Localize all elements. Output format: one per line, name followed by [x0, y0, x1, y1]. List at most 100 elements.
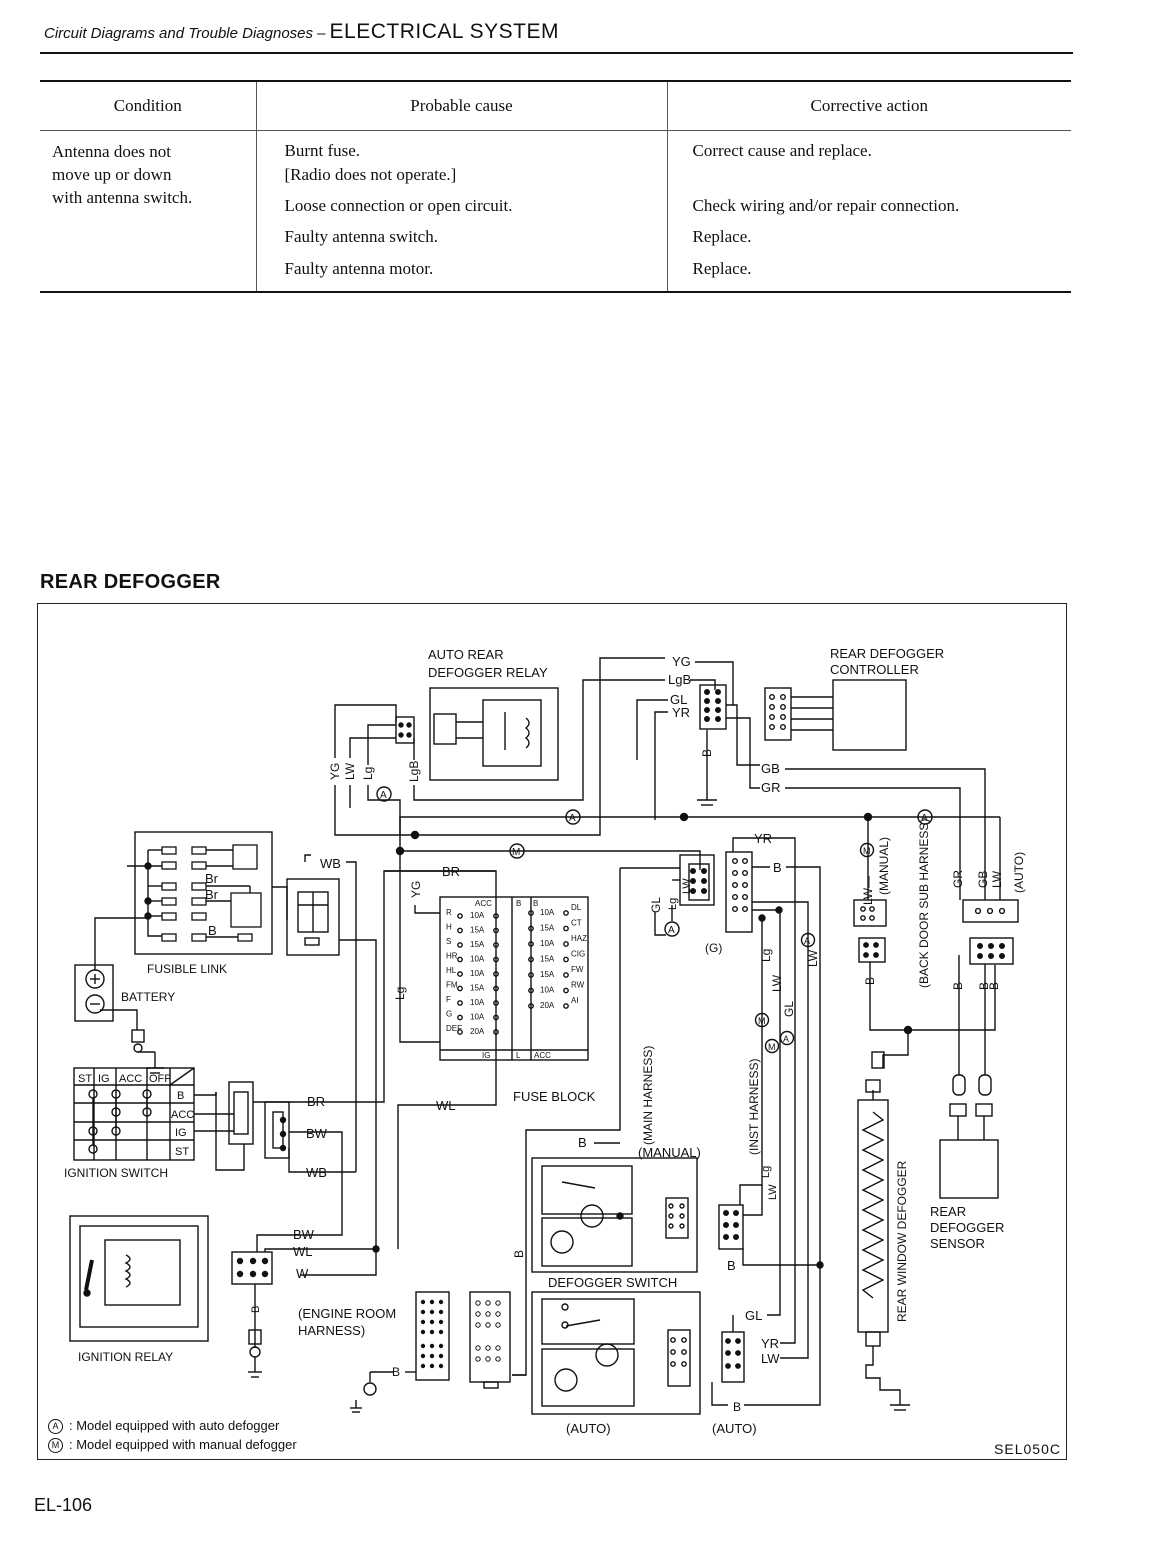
- fuse-code: AI: [571, 996, 579, 1005]
- svg-text:A: A: [668, 925, 675, 936]
- legend-a-icon: A: [48, 1419, 63, 1435]
- condition-line: with antenna switch.: [52, 188, 193, 207]
- fuse-terminal: [528, 1003, 534, 1009]
- fuse-terminal: [457, 956, 463, 963]
- fuse-amp: 15A: [470, 984, 485, 993]
- fuse-terminal: [493, 913, 499, 919]
- inst-harness-label: (INST HARNESS): [747, 1059, 761, 1155]
- ig-col-acc: ACC: [119, 1073, 142, 1085]
- fuse-amp: 10A: [470, 1013, 485, 1022]
- wire-gr-v: GR: [951, 870, 965, 888]
- ignition-switch-label: IGNITION SWITCH: [64, 1166, 168, 1180]
- wire-b-sensor-3: B: [987, 982, 1001, 990]
- manual-label: (MANUAL): [638, 1145, 701, 1160]
- wire-b-manual: B: [578, 1135, 587, 1150]
- defogger-switch-manual: [531, 1157, 698, 1273]
- fuse-terminal: [493, 1014, 499, 1021]
- fuse-code: G: [446, 1010, 452, 1019]
- action-line: Replace.: [692, 259, 752, 278]
- marker-a-icon: A: [376, 786, 392, 802]
- wire-yr: YR: [672, 705, 690, 720]
- legend-auto-text: : Model equipped with auto defogger: [69, 1418, 280, 1433]
- legend-manual: M: Model equipped with manual defogger: [48, 1437, 297, 1454]
- fuse-terminal: [528, 941, 534, 947]
- auto-label-switch: (AUTO): [566, 1421, 611, 1436]
- marker-m-icon: M: [754, 1012, 770, 1028]
- wire-yr-auto: YR: [761, 1336, 779, 1351]
- fuse-terminal: [563, 956, 569, 963]
- fuse-terminal: [563, 987, 569, 994]
- fuse-terminal: [563, 941, 569, 947]
- wire-yg-fuse: YG: [409, 881, 423, 898]
- action-line: Correct cause and replace.: [692, 141, 872, 160]
- fuse-block: [439, 896, 589, 1061]
- fuse-terminal: [528, 910, 534, 916]
- fuse-code: FW: [571, 965, 584, 974]
- wire-lg-fuse: Lg: [393, 987, 407, 1000]
- wire-lw-v3: LW: [990, 870, 1004, 888]
- fuse-head-b2: B: [533, 899, 538, 908]
- fuse-head-l: L: [516, 1051, 521, 1060]
- fuse-code: F: [446, 995, 451, 1004]
- wire-gb-v: GB: [976, 871, 990, 888]
- fusible-br-2: Br: [205, 887, 219, 902]
- back-door-label: (BACK DOOR SUB HARNESS): [917, 819, 931, 988]
- fuse-terminal: [493, 927, 499, 934]
- manual-vertical: (MANUAL): [877, 837, 891, 895]
- fusible-link-block: [134, 831, 273, 955]
- rear-defogger-controller: [832, 679, 907, 751]
- fuse-terminal: [457, 1014, 463, 1021]
- fuse-code: DL: [571, 903, 582, 912]
- marker-a-icon: A: [779, 1030, 795, 1046]
- fusible-br-1: Br: [205, 871, 219, 886]
- svg-text:A: A: [783, 1034, 789, 1044]
- fuse-amp: 10A: [540, 939, 555, 948]
- fuse-terminal: [457, 985, 463, 992]
- fuse-terminal: [457, 927, 463, 934]
- fuse-terminal: [563, 910, 569, 916]
- fuse-code: CT: [571, 919, 582, 928]
- fuse-terminal: [457, 1029, 463, 1035]
- cause-line: [Radio does not operate.]: [284, 165, 457, 184]
- wire-b-relay: B: [250, 1306, 262, 1313]
- fuse-amp: 10A: [540, 986, 555, 995]
- wire-br-top: BR: [442, 864, 460, 879]
- cause-line: Faulty antenna motor.: [284, 259, 434, 278]
- marker-m-icon: M: [859, 842, 875, 858]
- fuse-amp: 20A: [540, 1001, 555, 1010]
- fuse-head-ig: IG: [482, 1051, 490, 1060]
- fuse-amp: 20A: [470, 1027, 485, 1036]
- fuse-code: H: [446, 923, 452, 932]
- fuse-terminal: [457, 913, 463, 919]
- svg-text:A: A: [569, 813, 576, 824]
- engine-room-label-2: HARNESS): [298, 1323, 365, 1338]
- defogger-switch-auto: [531, 1291, 701, 1415]
- battery: [74, 964, 114, 1022]
- wire-lg-vertical: Lg: [361, 767, 375, 780]
- fuse-terminal: [457, 942, 463, 948]
- battery-label: BATTERY: [121, 990, 175, 1004]
- fuse-amp: 15A: [470, 940, 485, 949]
- cause-line: Burnt fuse.: [284, 141, 361, 160]
- wire-lw-v: LW: [770, 974, 784, 992]
- ig-row-b: B: [177, 1090, 184, 1102]
- wire-yg-vertical: YG: [328, 763, 342, 780]
- ig-row-acc: ACC: [171, 1109, 194, 1121]
- main-harness-label: (MAIN HARNESS): [641, 1046, 655, 1145]
- action-line: Replace.: [692, 227, 752, 246]
- wire-lgb: LgB: [668, 672, 691, 687]
- svg-text:M: M: [863, 846, 871, 856]
- header-system: ELECTRICAL SYSTEM: [329, 20, 559, 43]
- fuse-code: CIG: [571, 950, 585, 959]
- fuse-terminal: [528, 972, 534, 978]
- wire-wb-top: WB: [320, 856, 341, 871]
- fuse-terminal: [457, 971, 463, 977]
- fuse-amp: 10A: [540, 908, 555, 917]
- marker-m-icon: M: [764, 1038, 780, 1054]
- wire-wl-fuse: WL: [436, 1098, 456, 1113]
- fuse-code: FM: [446, 981, 458, 990]
- wire-lg-inst: Lg: [667, 898, 679, 910]
- rear-defogger-sensor: [939, 1139, 999, 1199]
